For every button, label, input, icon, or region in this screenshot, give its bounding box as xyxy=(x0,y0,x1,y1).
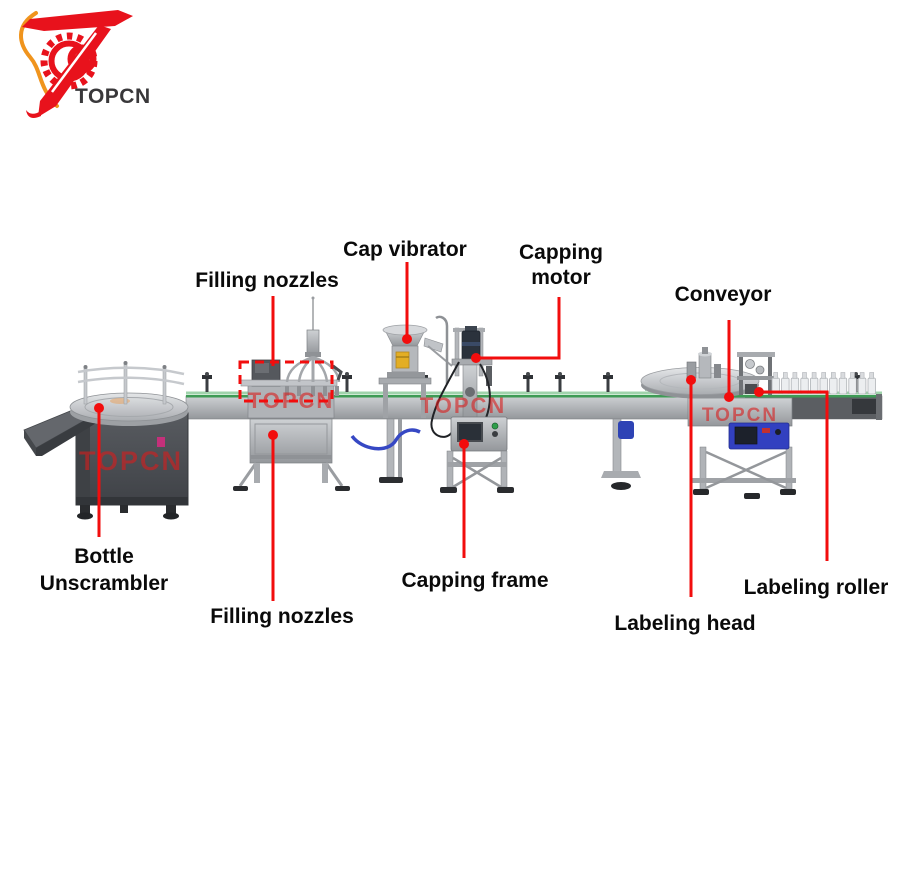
dot-bottle-unscrambler xyxy=(94,403,104,413)
filling-machine xyxy=(233,296,350,491)
annotation-dots xyxy=(94,334,764,449)
label-bottle-unscrambler: Bottle Unscrambler xyxy=(39,545,169,595)
watermark-text: TOPCN xyxy=(79,446,183,476)
annotation-leader-lines xyxy=(97,262,829,601)
topcn-logo-icon xyxy=(19,10,133,118)
filling-nozzles-highlight-box xyxy=(238,360,334,403)
bottle-unscrambler-machine xyxy=(23,361,189,520)
leader-capping-motor xyxy=(476,297,561,360)
brand-name: TOPCN xyxy=(75,85,151,108)
watermark-text: TOPCN xyxy=(702,405,778,426)
dot-cap-vibrator xyxy=(402,334,412,344)
label-capping-motor: Capping motor xyxy=(519,241,603,289)
label-filling-nozzles-top: Filling nozzles xyxy=(195,269,339,292)
label-conveyor: Conveyor xyxy=(674,283,772,306)
watermark-text: TOPCN xyxy=(420,393,507,418)
dot-labeling-roller xyxy=(754,387,764,397)
leader-labeling-roller xyxy=(759,390,829,561)
dot-conveyor xyxy=(724,392,734,402)
dot-filling-nozzles xyxy=(268,430,278,440)
label-cap-vibrator: Cap vibrator xyxy=(343,238,467,261)
label-capping-frame: Capping frame xyxy=(401,569,549,592)
dot-labeling-head xyxy=(686,375,696,385)
bottles-row xyxy=(771,372,876,395)
cap-vibrator-machine xyxy=(378,315,453,418)
label-labeling-head: Labeling head xyxy=(614,612,756,635)
label-labeling-roller: Labeling roller xyxy=(743,576,889,599)
label-filling-nozzles-bottom: Filling nozzles xyxy=(210,605,354,628)
dot-capping-motor xyxy=(471,353,481,363)
dot-capping-frame xyxy=(459,439,469,449)
